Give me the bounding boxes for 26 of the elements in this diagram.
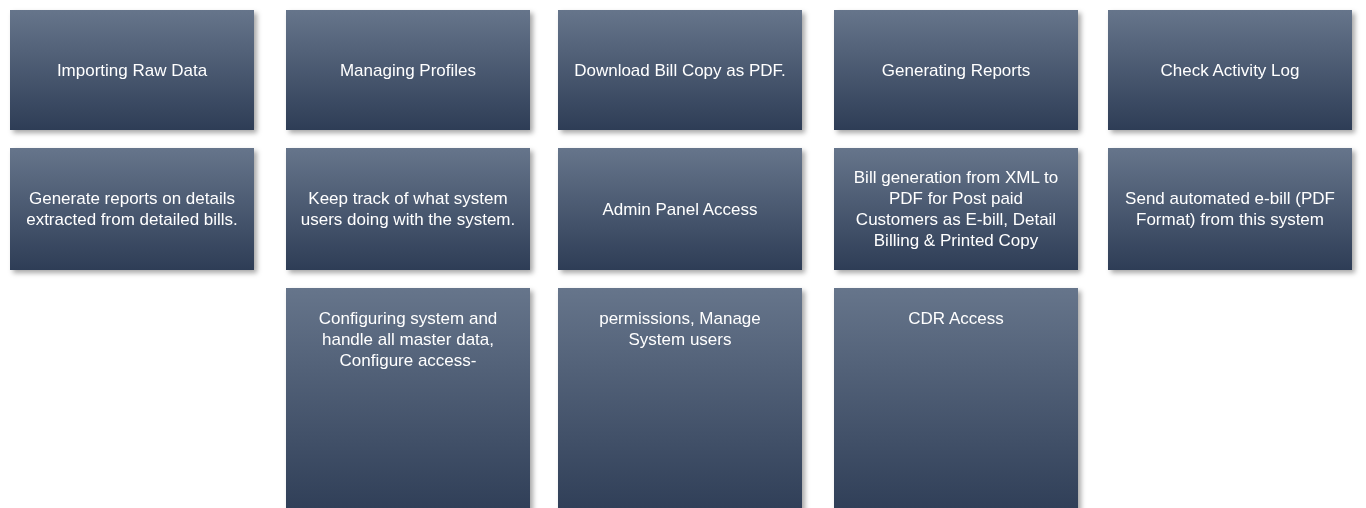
tile-text: Generating Reports: [881, 59, 1031, 81]
feature-tile: [10, 10, 254, 130]
feature-tile: [558, 148, 802, 270]
tile-text: Generate reports on details extracted from detailed bills.: [25, 188, 239, 230]
feature-tile: [834, 148, 1078, 270]
feature-tile: [834, 288, 1078, 508]
tile-text: Send automated e-bill (PDF Format) from this system: [1124, 188, 1336, 230]
tile-text: Admin Panel Access: [602, 198, 758, 220]
feature-tile: [286, 10, 530, 130]
feature-tile: [834, 10, 1078, 130]
tile-text: Keep track of what system users doing with the system.: [300, 188, 516, 230]
tile-text: Check Activity Log: [1160, 59, 1300, 81]
tile-text: Download Bill Copy as PDF.: [574, 59, 786, 81]
tile-text: Managing Profiles: [339, 59, 477, 81]
feature-tile: [286, 288, 530, 508]
feature-tile: [10, 148, 254, 270]
feature-tile: [1108, 148, 1352, 270]
feature-tile: [286, 148, 530, 270]
feature-tile: [1108, 10, 1352, 130]
tile-text: CDR Access: [908, 308, 1004, 329]
tile-text: Configuring system and handle all master data, Configure access-: [317, 308, 499, 371]
feature-tile: [558, 10, 802, 130]
tile-text: Bill generation from XML to PDF for Post paid Customers as E-bill, Detail Billing & Printed Copy: [852, 167, 1060, 251]
feature-tile: [558, 288, 802, 508]
tile-text: Importing Raw Data: [56, 59, 208, 81]
tile-text: permissions, Manage System users: [598, 308, 762, 350]
